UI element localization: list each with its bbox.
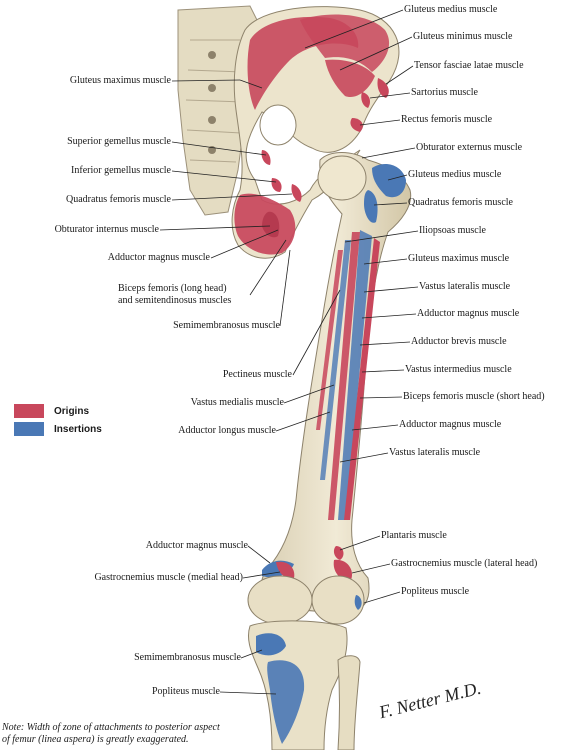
label-popliteus-right: Popliteus muscle [401, 586, 470, 597]
label-semimembranosus-lower: Semimembranosus muscle [134, 652, 241, 663]
legend-insertions-label: Insertions [54, 423, 102, 435]
legend-insertions: Insertions [14, 422, 102, 436]
label-adductor-magnus-right-2: Adductor magnus muscle [399, 419, 502, 430]
label-vastus-intermedius: Vastus intermedius muscle [405, 364, 512, 375]
label-adductor-magnus-right-1: Adductor magnus muscle [417, 308, 520, 319]
label-biceps-long-head-line1: Biceps femoris (long head) [118, 283, 227, 294]
legend-origins: Origins [14, 404, 89, 418]
legend-origins-label: Origins [54, 405, 90, 417]
label-adductor-magnus-left: Adductor magnus muscle [107, 252, 210, 263]
label-adductor-longus: Adductor longus muscle [178, 425, 276, 436]
label-semimembranosus-upper: Semimembranosus muscle [173, 320, 280, 331]
label-obturator-internus: Obturator internus muscle [54, 224, 159, 235]
label-gluteus-maximus-insertion: Gluteus maximus muscle [408, 253, 510, 264]
label-superior-gemellus: Superior gemellus muscle [67, 136, 171, 147]
label-gluteus-medius-origin: Gluteus medius muscle [404, 4, 498, 15]
label-pectineus: Pectineus muscle [222, 369, 292, 380]
label-gastrocnemius-lateral-head: Gastrocnemius muscle (lateral head) [391, 558, 538, 569]
label-tensor-fasciae-latae: Tensor fasciae latae muscle [414, 60, 524, 71]
label-adductor-magnus-lower-left: Adductor magnus muscle [145, 540, 248, 551]
label-vastus-medialis: Vastus medialis muscle [190, 397, 284, 408]
footnote: Note: Width of zone of attachments to po… [2, 722, 220, 746]
insertions-swatch [14, 422, 44, 436]
leader-lines [159, 9, 419, 695]
femur [247, 152, 412, 625]
footnote-line1: Note: Width of zone of attachments to po… [2, 722, 220, 733]
label-biceps-femoris-short-head: Biceps femoris muscle (short head) [403, 391, 545, 402]
label-quadratus-femoris-insertion: Quadratus femoris muscle [408, 197, 513, 208]
label-iliopsoas: Iliopsoas muscle [419, 225, 486, 236]
label-obturator-externus: Obturator externus muscle [416, 142, 523, 153]
footnote-line2: of femur (linea aspera) is greatly exagg… [2, 734, 189, 745]
label-popliteus-left: Popliteus muscle [151, 686, 220, 697]
tibia-fibula [247, 620, 361, 750]
label-gluteus-maximus-origin: Gluteus maximus muscle [69, 75, 171, 86]
label-vastus-lateralis-lower: Vastus lateralis muscle [389, 447, 481, 458]
label-vastus-lateralis-upper: Vastus lateralis muscle [419, 281, 511, 292]
origins-swatch [14, 404, 44, 418]
label-biceps-long-head-line2: and semitendinosus muscles [118, 295, 232, 306]
label-plantaris: Plantaris muscle [381, 530, 447, 541]
label-quadratus-femoris-origin: Quadratus femoris muscle [66, 194, 171, 205]
label-inferior-gemellus: Inferior gemellus muscle [71, 165, 171, 176]
label-adductor-brevis: Adductor brevis muscle [411, 336, 507, 347]
label-gluteus-minimus: Gluteus minimus muscle [413, 31, 513, 42]
label-gastrocnemius-medial-head: Gastrocnemius muscle (medial head) [94, 572, 243, 583]
label-gluteus-medius-insertion: Gluteus medius muscle [408, 169, 502, 180]
label-sartorius: Sartorius muscle [411, 87, 478, 98]
label-rectus-femoris: Rectus femoris muscle [401, 114, 493, 125]
